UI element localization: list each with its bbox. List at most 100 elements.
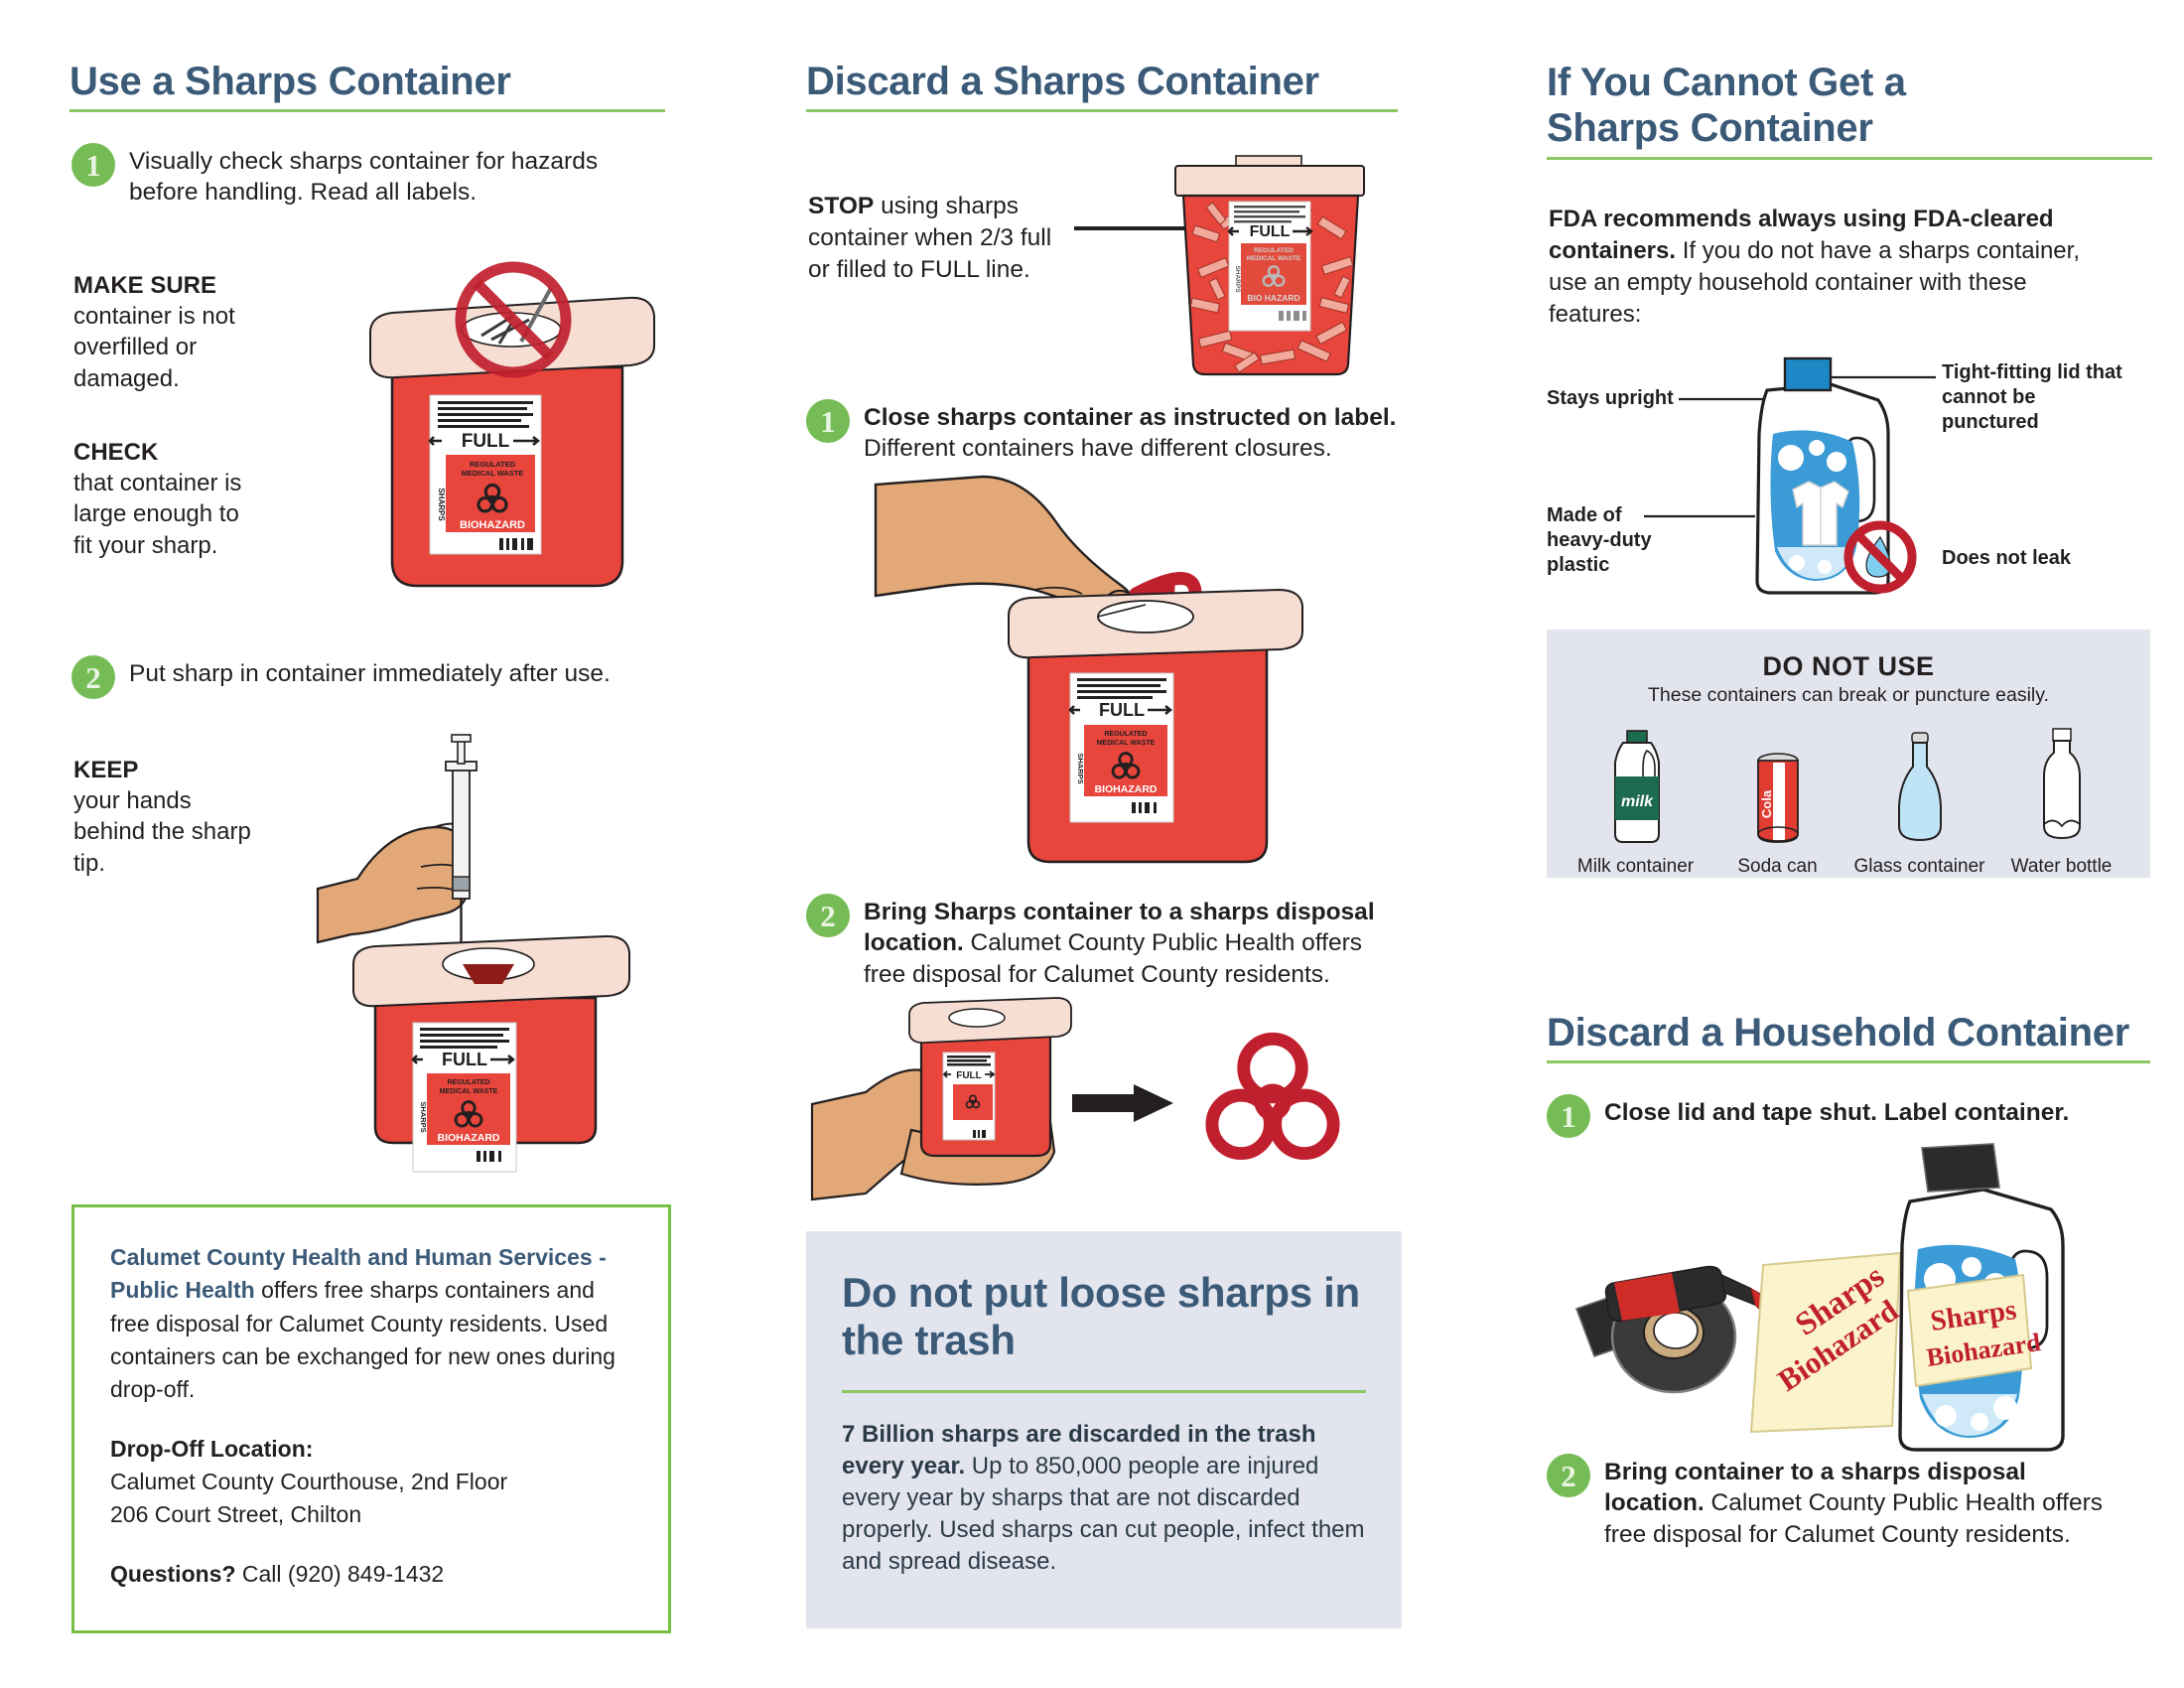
left-step-1: 1 Visually check sharps container for ha… [71,141,647,209]
org-rest: offers free sharps containers and free d… [110,1277,615,1403]
illustration-overfilled-container: FULL REGULATED MEDICAL WASTE BIOHAZARD S… [362,258,690,635]
mid-step-1-rest: Different containers have different clos… [864,435,1332,463]
svg-text:FULL: FULL [1099,700,1145,720]
step-number-badge: 2 [71,655,115,699]
questions-label: Questions? [110,1560,236,1587]
mid-step-1: 1 Close sharps container as instructed o… [806,397,1402,465]
step-number-badge: 1 [806,399,850,443]
mid-step-2-bold: Bring Sharps container to a sharps dispo… [864,899,1375,957]
right-step-1-text: Close lid and tape shut. Label container… [1604,1092,2069,1128]
hand-closing-lid-icon: FULL REGULATED MEDICAL WASTE BIOHAZARD S… [874,475,1303,864]
fda-recommendation-text: FDA recommends always using FDA-cleared … [1549,204,2085,332]
do-not-use-item: Cola Soda can [1708,721,1847,878]
step-number-badge: 1 [1547,1094,1590,1138]
section-title-cannot-get-container: If You Cannot Get a Sharps Container [1547,60,2152,160]
org-paragraph: Calumet County Health and Human Services… [110,1241,632,1407]
soda-can-art: Cola [1708,721,1847,848]
svg-text:FULL: FULL [1250,223,1291,240]
svg-text:SHARPS: SHARPS [1076,753,1085,783]
do-not-use-label: Milk container [1576,856,1695,877]
svg-text:BIOHAZARD: BIOHAZARD [460,519,525,531]
callout-made-of-plastic: Made of heavy-duty plastic [1547,504,1652,576]
warning-panel-divider [842,1389,1366,1393]
right-heading-line-1: If You Cannot Get a [1547,61,1906,104]
step-number-badge: 1 [71,143,115,187]
svg-text:FULL: FULL [442,1050,487,1069]
right-step-1-bold: Close lid and tape shut. Label container… [1604,1099,2070,1126]
mid-step-2-rest: Calumet County Public Health offers free… [864,929,1363,988]
illustration-hand-dropping-sharp: FULL REGULATED MEDICAL WASTE BIOHAZARD S… [316,710,675,1173]
svg-text:MEDICAL WASTE: MEDICAL WASTE [1247,255,1301,262]
loose-sharps-warning-panel: Do not put loose sharps in the trash 7 B… [806,1231,1402,1628]
dropoff-line-2: 206 Court Street, Chilton [110,1501,362,1528]
dropoff-paragraph: Drop-Off Location: Calumet County Courth… [110,1433,632,1532]
svg-text:FULL: FULL [956,1070,982,1081]
milk-container-art: milk [1567,721,1706,848]
do-not-use-item: Glass container [1850,721,1989,878]
water-bottle-icon [2042,728,2081,840]
svg-text:MEDICAL WASTE: MEDICAL WASTE [1097,740,1156,747]
step-number-badge: 2 [1547,1454,1590,1497]
sharps-container-no-overfill-icon: FULL REGULATED MEDICAL WASTE BIOHAZARD S… [369,261,655,588]
svg-text:MEDICAL WASTE: MEDICAL WASTE [462,469,524,478]
illustration-closing-lid: FULL REGULATED MEDICAL WASTE BIOHAZARD S… [874,475,1332,892]
milk-label-text: milk [1620,793,1653,810]
section-title-discard-household-container: Discard a Household Container [1547,1011,2150,1063]
warning-panel-body: 7 Billion sharps are discarded in the tr… [842,1419,1366,1579]
questions-phone: Call (920) 849-1432 [235,1560,445,1587]
middle-column: Discard a Sharps Container STOP using sh… [806,0,1410,1688]
illustration-label-and-tape: Sharps Biohazard Sharps [1557,1142,2142,1460]
illustration-full-container: FULL REGULATED MEDICAL WASTE BIO HAZARD … [1171,154,1400,377]
fda-rest: If you do not have a sharps container, u… [1549,237,2080,329]
do-not-use-items: milk Milk container Cola [1565,721,2132,878]
contact-info-box: Calumet County Health and Human Services… [71,1204,671,1634]
do-not-use-item: milk Milk container [1567,721,1706,878]
svg-text:REGULATED: REGULATED [1104,731,1147,738]
right-heading-line-2: Sharps Container [1547,106,1873,151]
svg-text:BIO HAZARD: BIO HAZARD [1247,293,1299,303]
stop-note-rest: using sharps container when 2/3 full or … [808,193,1052,283]
warning-body-rest: Up to 850,000 people are injured every y… [842,1452,1365,1576]
left-column: Use a Sharps Container 1 Visually check … [69,0,685,1688]
svg-text:REGULATED: REGULATED [470,460,516,469]
caption-make-sure: MAKE SURE container is not overfilled or… [73,270,272,394]
warning-body-bold: 7 Billion sharps are discarded in the tr… [842,1420,1316,1479]
detergent-bottle-icon [1644,356,1936,595]
org-name: Calumet County Health and Human Services… [110,1244,607,1304]
callout-stays-upright: Stays upright [1547,387,1674,409]
hand-with-syringe-icon: FULL REGULATED MEDICAL WASTE BIOHAZARD S… [316,734,630,1173]
overfull-sharps-container-icon: FULL REGULATED MEDICAL WASTE BIO HAZARD … [1174,155,1365,376]
do-not-use-item: Water bottle [1992,721,2131,878]
step-number-badge: 2 [806,894,850,937]
caption-keep: KEEP your hands behind the sharp tip. [73,755,262,879]
step-1-text: Visually check sharps container for haza… [129,148,599,207]
tape-marker-labeled-bottle-icon: Sharps Biohazard Sharps [1574,1143,2065,1452]
illustration-deliver-container: FULL [806,995,1402,1213]
mid-step-1-text: Close sharps container as instructed on … [864,397,1402,465]
caption-check-body: that container is large enough to fit yo… [73,470,242,559]
illustration-household-bottle-features: Stays upright Made of heavy-duty plastic… [1547,343,2152,621]
svg-text:SHARPS: SHARPS [437,488,446,521]
right-column: If You Cannot Get a Sharps Container FDA… [1547,0,2152,1688]
questions-paragraph: Questions? Call (920) 849-1432 [110,1558,632,1591]
callout-tight-fitting-lid: Tight-fitting lid that cannot be punctur… [1942,361,2122,433]
mid-step-1-bold: Close sharps container as instructed on … [864,404,1397,431]
svg-text:REGULATED: REGULATED [447,1079,489,1086]
soda-can-icon: Cola [1756,753,1799,843]
svg-text:FULL: FULL [462,431,510,452]
caption-make-sure-head: MAKE SURE [73,272,217,299]
svg-text:SHARPS: SHARPS [1234,265,1241,293]
fda-bold: FDA recommends always using FDA-cleared … [1549,206,2054,265]
do-not-use-panel: DO NOT USE These containers can break or… [1547,630,2150,878]
leader-line [1074,226,1193,230]
do-not-use-subtitle: These containers can break or puncture e… [1648,684,2049,706]
dropoff-label: Drop-Off Location: [110,1435,314,1462]
right-step-2: 2 Bring container to a sharps disposal l… [1547,1452,2103,1550]
callout-does-not-leak: Does not leak [1942,547,2072,569]
soda-can-label-text: Cola [1759,789,1774,818]
do-not-use-label: Water bottle [2010,856,2113,877]
svg-text:BIOHAZARD: BIOHAZARD [438,1132,500,1144]
milk-jug-icon: milk [1613,730,1660,843]
stop-note: STOP using sharps container when 2/3 ful… [808,191,1056,286]
